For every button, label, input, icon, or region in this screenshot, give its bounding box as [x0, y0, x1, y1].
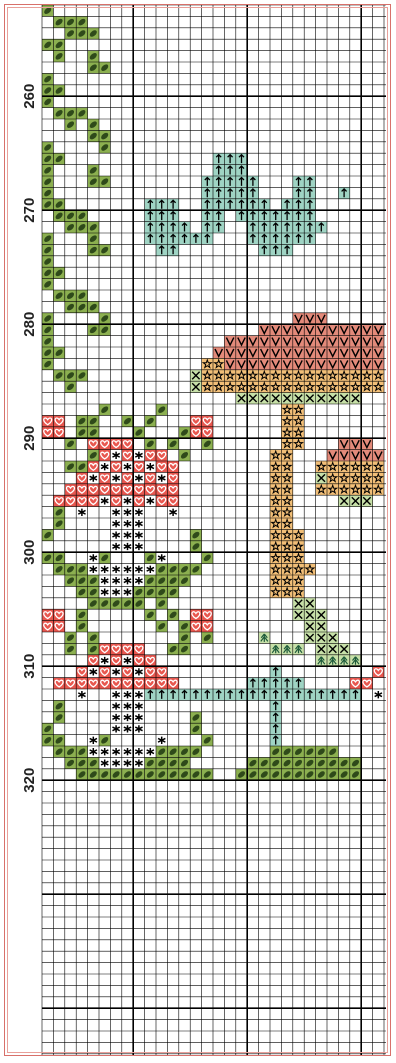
chart-inner-border [7, 7, 388, 1053]
